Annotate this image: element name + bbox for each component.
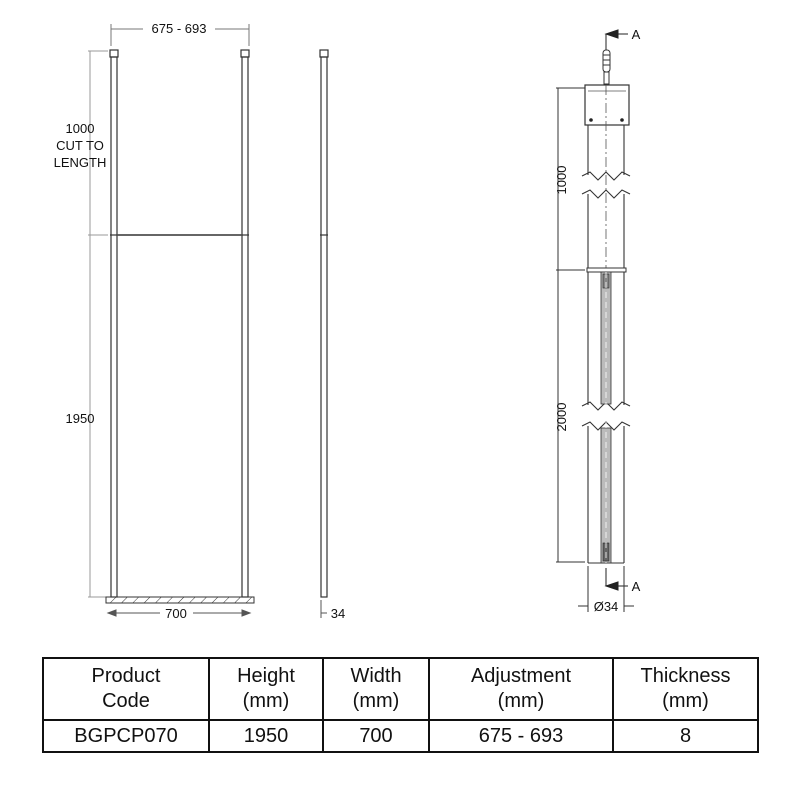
upper-height-label-1: 1000: [66, 121, 95, 136]
height-dimension-line: [88, 50, 108, 598]
depth-label: 34: [331, 606, 345, 621]
side-view: 34: [319, 49, 345, 621]
cell-product-code: BGPCP070: [42, 719, 210, 753]
header-product-code: Product Code: [42, 657, 210, 721]
section-label-bottom: A: [632, 579, 641, 594]
cell-thickness: 8: [612, 719, 759, 753]
right-post: [240, 49, 250, 598]
section-arrow-bottom: [604, 568, 628, 591]
floor-base: [105, 596, 255, 604]
section-label-top: A: [632, 27, 641, 42]
header-thickness: Thickness (mm): [612, 657, 759, 721]
top-width-label: 675 - 693: [152, 21, 207, 36]
detail-view: A: [554, 27, 641, 614]
upper-length-label: 1000: [554, 166, 569, 195]
ceiling-bracket: [584, 84, 630, 126]
header-adjustment: Adjustment (mm): [428, 657, 614, 721]
upper-height-label-3: LENGTH: [54, 155, 107, 170]
bottom-width-label: 700: [165, 606, 187, 621]
cell-adjustment: 675 - 693: [428, 719, 614, 753]
bottom-width-dimension: [106, 609, 252, 617]
section-arrow-top: [604, 29, 628, 52]
wall-anchor: [602, 49, 611, 85]
tube-joint: [586, 267, 627, 273]
header-height: Height (mm): [208, 657, 324, 721]
lower-tube: [581, 272, 631, 564]
table-header-row: Product Code Height (mm) Width (mm) Adju…: [42, 657, 759, 721]
inner-channel: [600, 271, 612, 564]
diameter-dimension: [578, 566, 634, 612]
lower-length-label: 2000: [554, 403, 569, 432]
specification-table: Product Code Height (mm) Width (mm) Adju…: [42, 657, 759, 753]
technical-drawing: 675 - 693 1000 CUT TO LENGTH 1950: [54, 21, 641, 621]
left-post: [109, 49, 119, 598]
cell-width: 700: [322, 719, 430, 753]
top-width-dimension: [110, 24, 250, 46]
cell-height: 1950: [208, 719, 324, 753]
lower-height-label: 1950: [66, 411, 95, 426]
front-view: 675 - 693 1000 CUT TO LENGTH 1950: [54, 21, 255, 621]
diameter-label: Ø34: [594, 599, 619, 614]
length-dimension-line: [556, 87, 585, 563]
table-row: BGPCP070 1950 700 675 - 693 8: [42, 719, 759, 753]
header-width: Width (mm): [322, 657, 430, 721]
upper-height-label-2: CUT TO: [56, 138, 104, 153]
